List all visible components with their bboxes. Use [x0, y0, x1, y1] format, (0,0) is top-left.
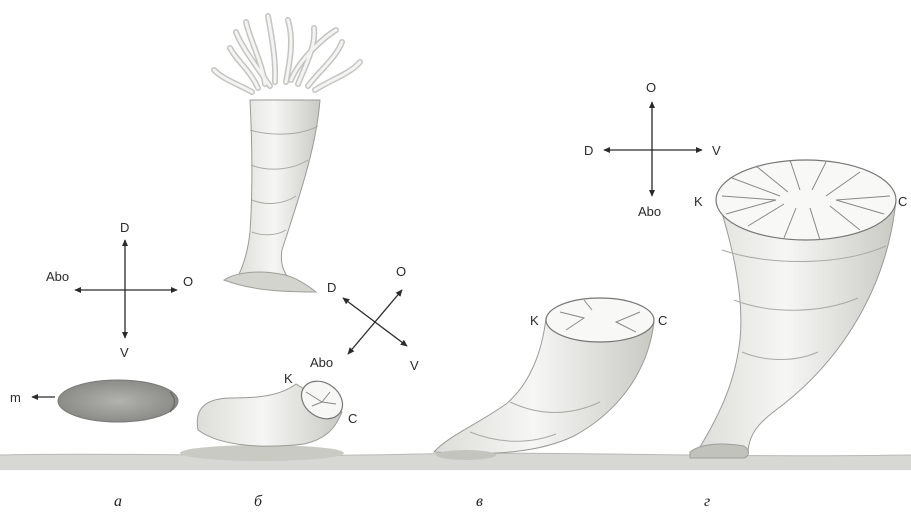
compass-b: O D Abo V — [310, 264, 419, 373]
panel-label-g: г — [704, 493, 710, 510]
compass-a-up: D — [120, 220, 129, 235]
compass-b-lower-right: V — [410, 358, 419, 373]
stage-v-c-label: C — [658, 313, 667, 328]
panel-label-a: a — [114, 493, 122, 510]
stage-g-c-label: C — [898, 194, 907, 209]
mouth-label: m — [10, 390, 21, 405]
larva-stage-a — [58, 380, 178, 422]
compass-g-down: Abo — [638, 204, 661, 219]
compass-a-left: Abo — [46, 269, 69, 284]
polyp-stage-b: K C — [180, 371, 357, 461]
adult-polyp — [214, 16, 360, 292]
compass-g-up: O — [646, 80, 656, 95]
panel-label-v: в — [476, 493, 483, 510]
compass-a-down: V — [120, 345, 129, 360]
compass-b-lower-left: Abo — [310, 355, 333, 370]
stage-g-k-label: K — [694, 194, 703, 209]
stage-b-c-label: C — [348, 411, 357, 426]
compass-g-left: D — [584, 143, 593, 158]
stage-b-k-label: K — [284, 371, 293, 386]
polyp-stage-v: K C — [434, 298, 667, 460]
panel-label-b: б — [254, 493, 263, 510]
stage-v-k-label: K — [530, 313, 539, 328]
compass-b-upper-right: O — [396, 264, 406, 279]
mouth-pointer: m — [10, 390, 55, 405]
compass-b-upper-left: D — [327, 280, 336, 295]
compass-a: D V Abo O — [46, 220, 193, 360]
polyp-stage-g: K C — [690, 160, 907, 458]
compass-a-right: O — [183, 274, 193, 289]
compass-g-right: V — [712, 143, 721, 158]
